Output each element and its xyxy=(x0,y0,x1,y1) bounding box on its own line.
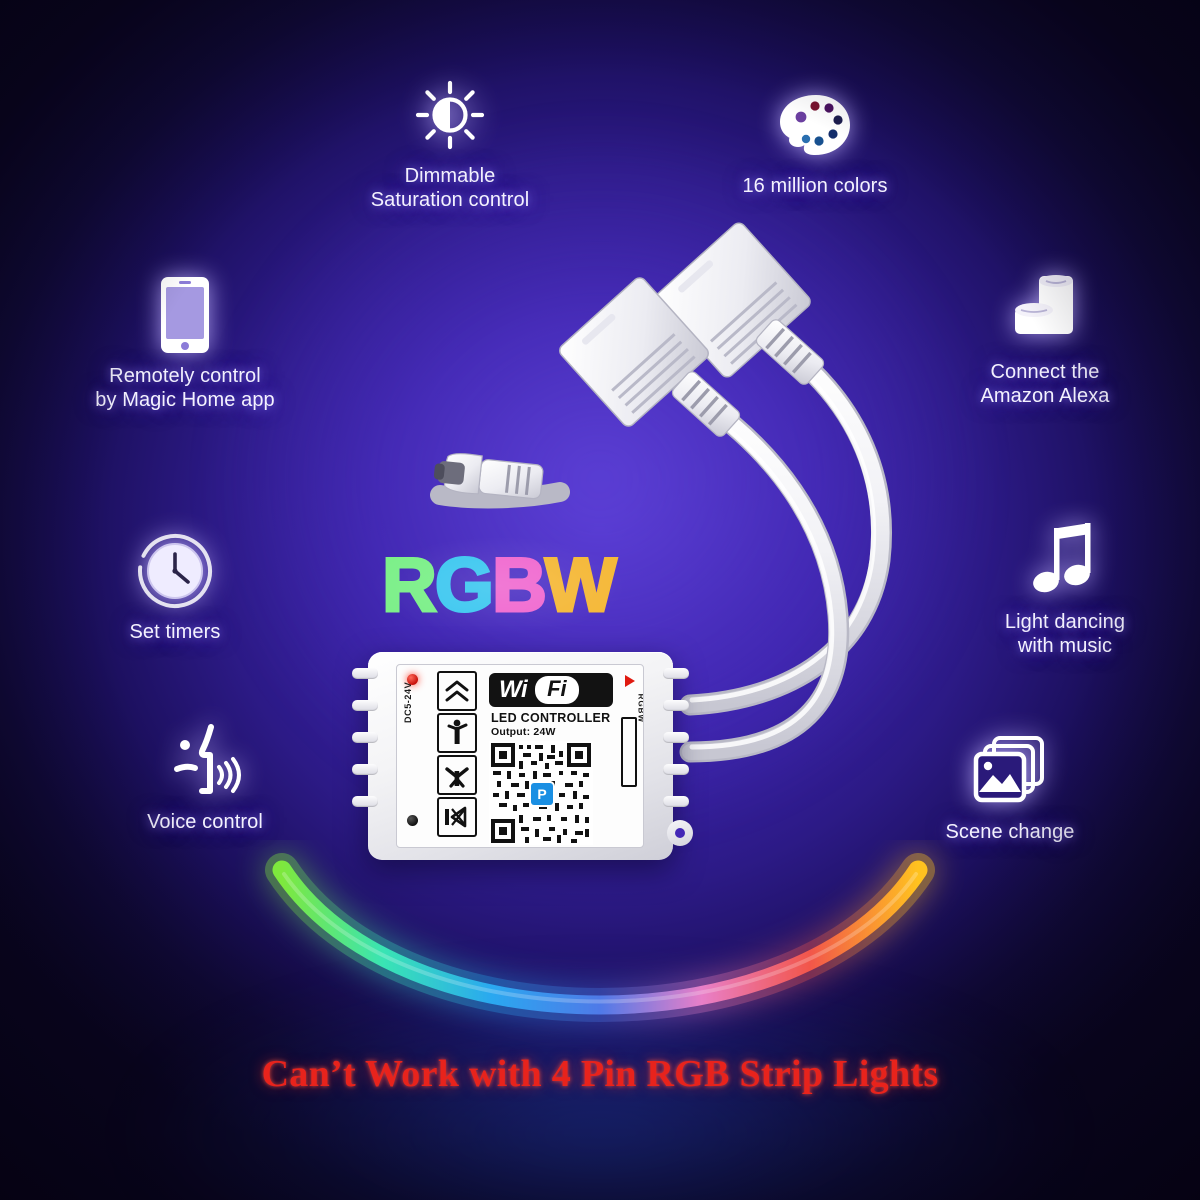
compatibility-warning: Can’t Work with 4 Pin RGB Strip Lights xyxy=(261,1053,939,1095)
